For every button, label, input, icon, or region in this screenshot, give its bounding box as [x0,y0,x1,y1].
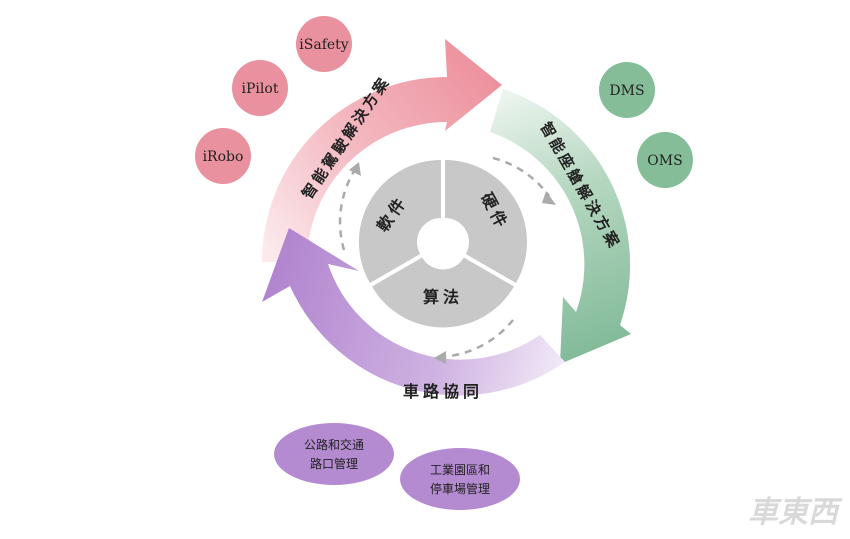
bubble-isafety-label: iSafety [299,37,349,53]
core-label-algorithm: 算法 [423,288,463,307]
core-segment-software [358,159,441,283]
bubble-ipilot: iPilot [232,60,288,116]
pill-highway-line2: 路口管理 [310,456,358,471]
bubble-dms-label: DMS [609,83,644,99]
watermark: 車東西 [748,495,843,530]
pill-park: 工業園區和 停車場管理 [400,448,520,510]
dashed-arrowhead-bottom [434,351,446,364]
dashed-arrowhead-right [542,191,556,205]
pill-highway-line1: 公路和交通 [304,437,364,452]
dashed-arrow-right [492,156,551,197]
core-segment-hardware [445,160,527,283]
bubble-oms: OMS [637,132,693,188]
bubble-oms-label: OMS [647,153,682,169]
dashed-arrow-left [338,167,358,251]
pill-park-line2: 停車場管理 [430,481,490,496]
core-segment-algorithm [372,257,514,328]
inner-dashed-arrows [338,156,551,359]
bubble-irobo-label: iRobo [203,149,244,165]
dashed-arrowhead-left [349,162,361,176]
pill-highway: 公路和交通 路口管理 [274,423,394,485]
cockpit-arrow [490,89,631,364]
bubble-irobo: iRobo [195,128,251,184]
pill-park-line1: 工業園區和 [430,463,490,477]
bubble-dms: DMS [599,62,655,118]
v2x-arrow [262,228,565,396]
dashed-arrow-heads [349,162,556,364]
dashed-arrow-bottom [439,319,514,359]
core-ring [358,159,527,328]
bubble-isafety: iSafety [296,16,352,72]
driving-arrow [262,39,502,262]
v2x-label: 車路協同 [403,382,483,401]
bubble-ipilot-label: iPilot [242,81,279,97]
